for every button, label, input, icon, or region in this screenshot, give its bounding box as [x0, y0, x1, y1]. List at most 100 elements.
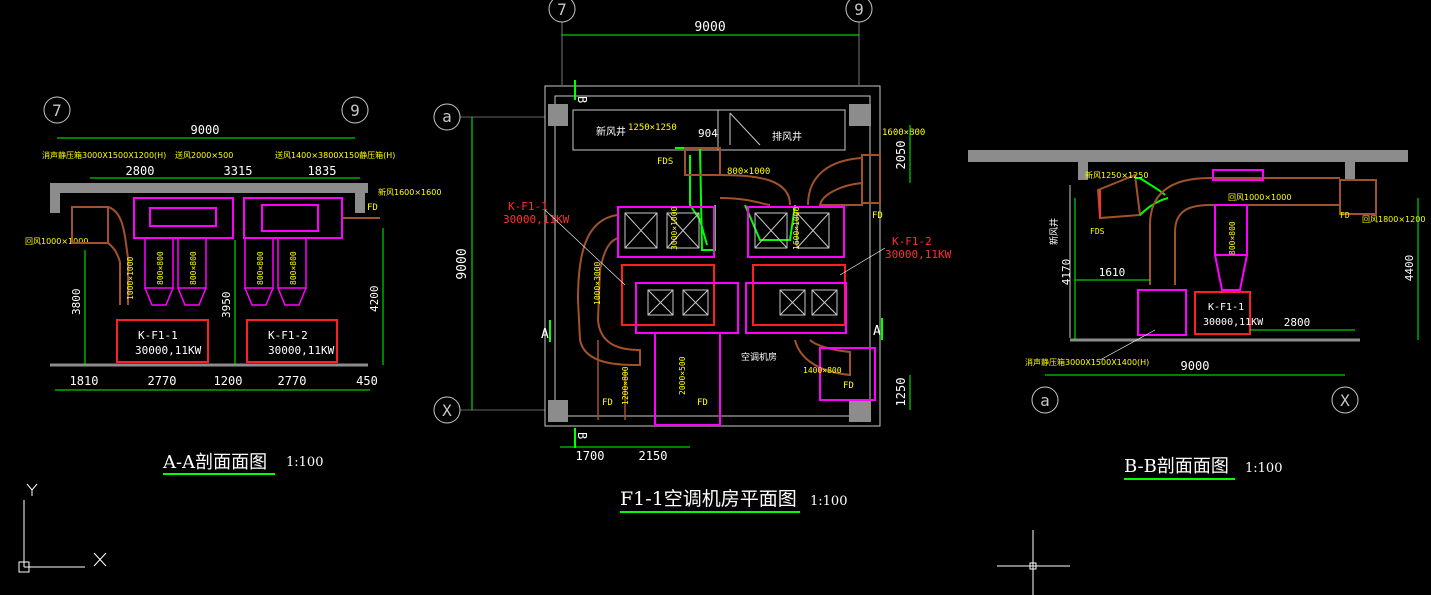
- plan-return-duct-down: [597, 340, 626, 420]
- plan-label-1400x800: 1400×800: [803, 366, 842, 375]
- bb-axis-a[interactable]: a: [1031, 386, 1059, 414]
- aa-label-1000: 1000×1000: [126, 256, 135, 300]
- aa-axis-9[interactable]: 9: [341, 96, 369, 124]
- bb-axis-a-label: a: [1040, 391, 1050, 410]
- aa-dim-3800: 3800: [70, 289, 83, 316]
- plan-label-fds: FDS: [657, 157, 673, 167]
- cursor-crosshair-icon[interactable]: [997, 530, 1070, 595]
- bb-fresh-inlet: [1096, 173, 1142, 220]
- aa-label-800-b: 800×800: [189, 251, 198, 285]
- plan-unit-2[interactable]: [752, 264, 846, 326]
- bb-label-fresh: 新风1250×1250: [1085, 170, 1148, 180]
- bb-axis-x[interactable]: X: [1331, 386, 1359, 414]
- plan-axis-x-label: X: [442, 401, 452, 420]
- bb-vertical-duct: [1214, 204, 1248, 256]
- plan-supply-duct-right: [794, 339, 851, 377]
- bb-label-800: 800×800: [1228, 221, 1237, 255]
- bb-column-left: [1078, 162, 1088, 180]
- plan-dim-1700: 1700: [576, 449, 605, 463]
- plan-axis-a[interactable]: a: [433, 103, 461, 131]
- aa-label-supply-2: 送风1400×3800X150静压箱(H): [275, 150, 395, 160]
- aa-label-fd: FD: [367, 203, 378, 213]
- plan-label-fd-left: FD: [602, 398, 613, 408]
- aa-unit-1[interactable]: [116, 319, 209, 363]
- bb-label-return-2: 回风1800×1200: [1362, 215, 1425, 224]
- aa-unit1-spec: 30000,11KW: [135, 344, 202, 357]
- aa-dim-1200: 1200: [214, 374, 243, 388]
- plan-dim-2150: 2150: [639, 449, 668, 463]
- plan-label-fd-right: FD: [843, 381, 854, 391]
- plan-unit-1[interactable]: [621, 264, 715, 326]
- plan-filter-grilles: [624, 212, 830, 249]
- aa-unit2-spec: 30000,11KW: [268, 344, 335, 357]
- aa-dim-2770-a: 2770: [148, 374, 177, 388]
- plan-fresh-duct: [675, 147, 716, 251]
- bb-scale: 1:100: [1245, 461, 1282, 476]
- aa-label-return-air: 回风1000×1000: [25, 237, 88, 246]
- plan-label-2000x500: 2000×500: [678, 356, 687, 395]
- bb-silencer-leader: [1099, 329, 1156, 361]
- plan-axis-x[interactable]: X: [433, 396, 461, 424]
- aa-unit2-label: K-F1-2: [268, 329, 308, 342]
- bb-dim-2800: 2800: [1284, 316, 1311, 329]
- plan-unit1-label: K-F1-1: [508, 200, 548, 213]
- aa-label-fresh-air: 新风1600×1600: [378, 187, 441, 197]
- plan-unit2-spec: 30000,11KW: [885, 248, 952, 261]
- plan-scale: 1:100: [810, 494, 847, 509]
- aa-unit-2[interactable]: [246, 319, 338, 363]
- plan-column-tl: [548, 104, 568, 126]
- bb-silencer-box[interactable]: [1137, 289, 1187, 336]
- plan-dim-left: 9000: [455, 248, 470, 279]
- plan-unit1-spec: 30000,11KW: [503, 213, 570, 226]
- plan-shaft-row: [572, 109, 846, 151]
- plan-label-1250: 1250×1250: [628, 123, 677, 133]
- aa-axis-7[interactable]: 7: [43, 96, 71, 124]
- bb-unit[interactable]: [1194, 291, 1251, 335]
- bb-room-fresh: 新风井: [1048, 218, 1060, 245]
- plan-section-b-bottom[interactable]: B: [575, 432, 589, 439]
- plan-axis-7-label: 7: [557, 0, 567, 19]
- plan-column-tr: [849, 104, 871, 126]
- plan-axis-9-label: 9: [854, 0, 864, 19]
- plan-label-3000: 3000×1000: [670, 206, 679, 250]
- plan-room-exhaust-shaft: 排风井: [772, 130, 802, 143]
- bb-dim-1610: 1610: [1099, 266, 1126, 279]
- plan-axis-a-label: a: [442, 107, 452, 126]
- plan-dim-904: 904: [698, 127, 718, 140]
- plan-section-a-right[interactable]: A: [873, 324, 881, 339]
- aa-label-800-c: 800×800: [256, 251, 265, 285]
- aa-dim-3950: 3950: [220, 292, 233, 319]
- aa-dim-2800: 2800: [126, 164, 155, 178]
- aa-dim-3315: 3315: [224, 164, 253, 178]
- plan-fan-symbols: [647, 289, 838, 316]
- plan-room-center: 空调机房: [741, 351, 777, 363]
- plan-label-1600x1000: 1600×1000: [792, 206, 801, 250]
- bb-transition: [1214, 254, 1248, 291]
- plan-label-1000x3000: 1000×3000: [593, 261, 602, 305]
- plan-supply-duct-box: [819, 347, 876, 401]
- plan-section-b-top[interactable]: B: [575, 96, 589, 103]
- bb-top-box: [1212, 169, 1264, 181]
- bb-label-fd: FD: [1340, 211, 1350, 220]
- bb-column-right: [1345, 162, 1355, 180]
- plan-axis-9[interactable]: 9: [845, 0, 873, 23]
- plan-supply-riser: [654, 332, 721, 426]
- plan-fan-section-2: [745, 282, 847, 334]
- plan-dim-2050: 2050: [894, 141, 908, 170]
- bb-label-fds: FDS: [1090, 227, 1105, 236]
- plan-section-a-left[interactable]: A: [541, 327, 549, 342]
- plan-dim-1250: 1250: [894, 378, 908, 407]
- aa-label-supply-1: 送风2000×500: [175, 150, 233, 160]
- aa-title: A-A剖面面图: [162, 452, 267, 473]
- plan-label-fd-top: FD: [872, 211, 883, 221]
- plan-return-duct-left: [576, 214, 641, 367]
- aa-column-right: [355, 193, 365, 213]
- aa-axis-9-label: 9: [350, 101, 360, 120]
- plan-axis-7[interactable]: 7: [548, 0, 576, 23]
- bb-title: B-B剖面面图: [1124, 456, 1229, 477]
- plan-title: F1-1空调机房平面图: [620, 488, 797, 510]
- aa-return-duct-left: [71, 206, 109, 244]
- plan-view: 7 9 a X 9000 9000 新风井 排风井: [433, 0, 952, 513]
- plan-exhaust-damper: [861, 154, 881, 204]
